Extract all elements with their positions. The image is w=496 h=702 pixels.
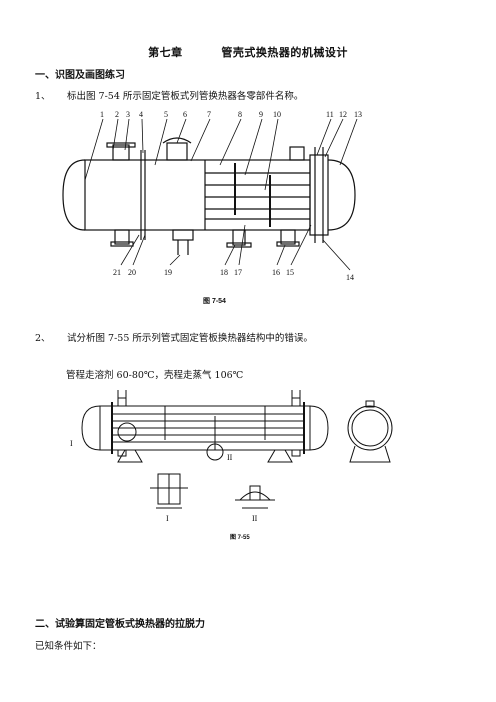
chapter-number: 第七章 (148, 46, 183, 59)
fig54-label-17: 17 (234, 268, 242, 277)
chapter-title: 第七章 管壳式换热器的机械设计 (0, 44, 496, 60)
fig55-caption: 图 7-55 (230, 533, 250, 541)
fig54-label-12: 12 (339, 110, 347, 119)
fig54-label-1: 1 (100, 110, 104, 119)
fig54-label-19: 19 (164, 268, 172, 277)
question-1-number: 1、 (35, 91, 51, 102)
right-head (327, 159, 356, 231)
fig54-label-6: 6 (183, 110, 187, 119)
fig55-detail-2-arc (239, 491, 271, 501)
fig54-label-8: 8 (238, 110, 242, 119)
figure-7-55: I II I II 图 7-55 (70, 390, 393, 541)
question-1: 1、 标出图 7-54 所示固定管板式列管换热器各零部件名称。 (35, 88, 303, 102)
question-2-condition: 管程走溶剂 60-80℃，壳程走蒸气 106℃ (66, 370, 244, 381)
fig54-label-4: 4 (139, 110, 143, 119)
fig55-shell (99, 405, 311, 451)
fig54-label-21: 21 (113, 268, 121, 277)
fig55-detail-2-label: II (252, 514, 258, 523)
left-head (62, 159, 86, 231)
fig54-label-9: 9 (259, 110, 263, 119)
fig55-end-view (347, 405, 393, 451)
fig55-detail-2-marker: II (227, 453, 233, 462)
question-2-text: 试分析图 7-55 所示列管式固定管板换热器结构中的错误。 (67, 333, 313, 344)
known-conditions: 已知条件如下： (35, 641, 102, 652)
fig55-right-head (309, 405, 329, 451)
right-tube-sheet (309, 154, 329, 236)
figure-7-54: 1 2 3 4 5 6 7 8 9 10 11 12 13 21 20 19 1… (62, 110, 362, 305)
fig54-label-20: 20 (128, 268, 136, 277)
fig54-label-11: 11 (326, 110, 334, 119)
question-2-number: 2、 (35, 333, 51, 344)
fig54-caption: 图 7-54 (203, 296, 226, 305)
fig55-detail-1-marker: I (70, 439, 73, 448)
fig54-label-7: 7 (207, 110, 211, 119)
fig55-left-head (81, 405, 101, 451)
fig55-detail-1-label: I (166, 514, 169, 523)
fig54-label-13: 13 (354, 110, 362, 119)
fig54-label-2: 2 (115, 110, 119, 119)
question-2: 2、 试分析图 7-55 所示列管式固定管板换热器结构中的错误。 (35, 330, 313, 344)
fig54-label-5: 5 (164, 110, 168, 119)
fig54-label-3: 3 (126, 110, 130, 119)
section-1-heading: 一、识图及画图练习 (35, 70, 125, 81)
fig54-label-14: 14 (346, 273, 354, 282)
chapter-heading: 管壳式换热器的机械设计 (221, 46, 348, 59)
fig54-label-10: 10 (273, 110, 281, 119)
fig54-label-18: 18 (220, 268, 228, 277)
fig54-label-16: 16 (272, 268, 280, 277)
question-1-text: 标出图 7-54 所示固定管板式列管换热器各零部件名称。 (67, 91, 304, 102)
section-2-heading: 二、试验算固定管板式换热器的拉脱力 (35, 619, 205, 630)
fig54-label-15: 15 (286, 268, 294, 277)
